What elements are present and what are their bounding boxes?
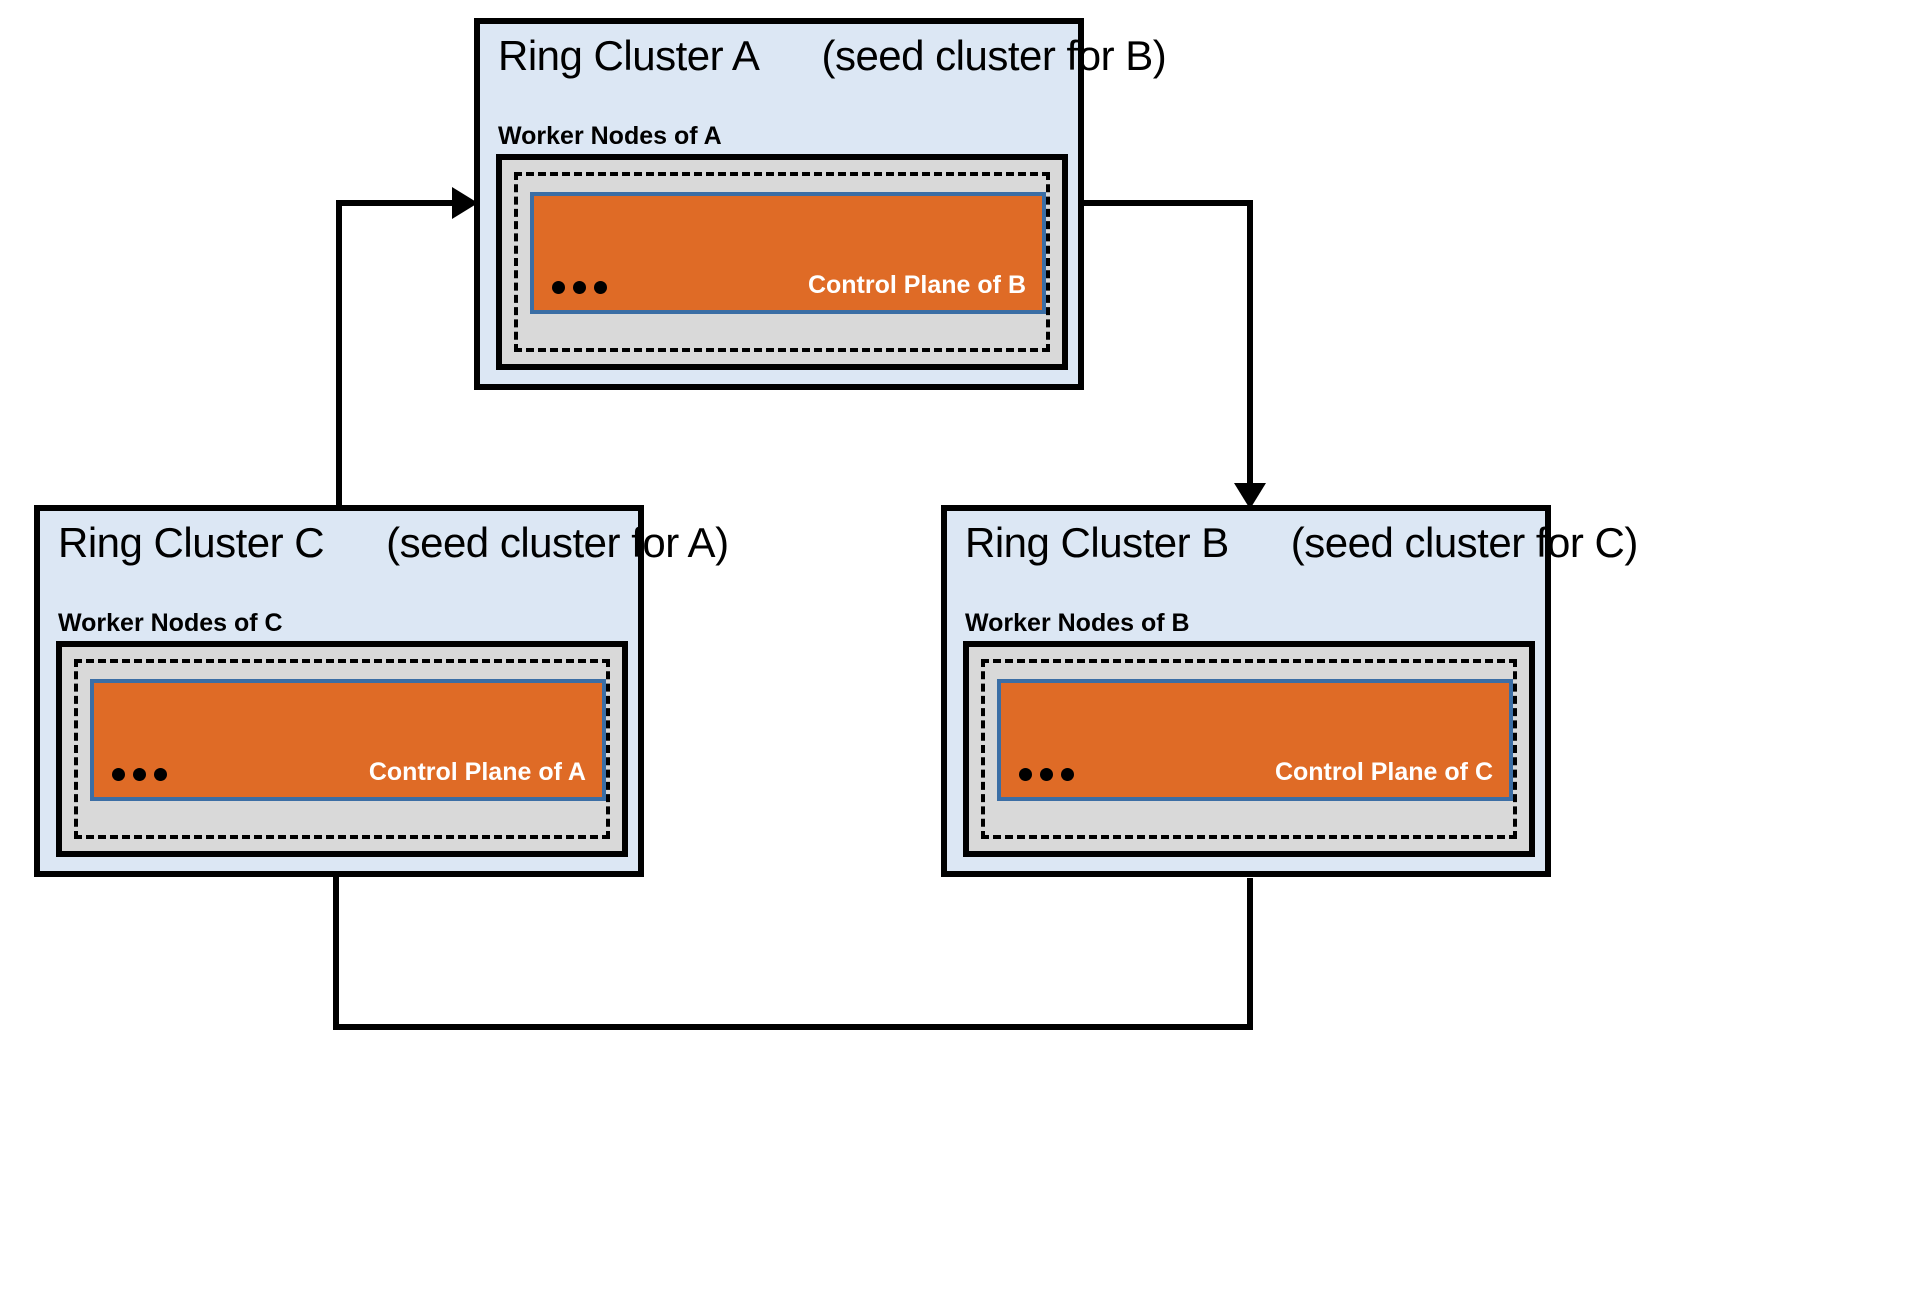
cluster-b-control-plane[interactable]: Control Plane of C [997,679,1513,801]
cluster-a-title: Ring Cluster A (seed cluster for B) [498,32,1167,80]
cluster-b-seed-note: (seed cluster for C) [1290,519,1639,566]
connector-b-to-c-horizontal [333,1024,1253,1030]
cluster-c-worker-label: Worker Nodes of C [58,609,283,637]
cluster-c[interactable]: Ring Cluster C (seed cluster for A) Worke… [34,505,729,877]
cluster-b-ellipsis-icon [1019,768,1074,781]
cluster-a-control-plane[interactable]: Control Plane of B [530,192,1046,314]
cluster-b-control-plane-label: Control Plane of C [1274,758,1493,786]
cluster-b-worker-label: Worker Nodes of B [965,609,1190,637]
cluster-c-name: Ring Cluster C [58,519,325,566]
cluster-b-title: Ring Cluster B (seed cluster for C) [965,519,1638,567]
cluster-b-worker-band: Control Plane of C [963,641,1535,857]
cluster-a-worker-band: Control Plane of B [496,154,1068,370]
cluster-a-worker-dashed-boundary [514,172,1050,352]
cluster-a-name: Ring Cluster A [498,32,760,79]
cluster-a-worker-label: Worker Nodes of A [498,122,722,150]
arrow-head-into-cluster-b [1234,483,1266,509]
cluster-a[interactable]: Ring Cluster A (seed cluster for B) Worke… [474,18,1167,390]
cluster-c-title: Ring Cluster C (seed cluster for A) [58,519,729,567]
connector-a-to-b-horizontal [1083,200,1253,206]
cluster-c-ellipsis-icon [112,768,167,781]
connector-b-to-c-vertical-left [333,862,339,1030]
cluster-a-control-plane-label: Control Plane of B [807,271,1026,299]
cluster-a-ellipsis-icon [552,281,607,294]
cluster-c-control-plane[interactable]: Control Plane of A [90,679,606,801]
connector-a-to-b-vertical [1247,200,1253,496]
connector-c-to-a-vertical [336,200,342,618]
cluster-b[interactable]: Ring Cluster B (seed cluster for C) Worke… [941,505,1638,877]
connector-c-to-a-horizontal [336,200,468,206]
cluster-c-worker-dashed-boundary [74,659,610,839]
cluster-c-seed-note: (seed cluster for A) [386,519,729,566]
arrow-head-into-cluster-a [452,187,478,219]
cluster-c-worker-band: Control Plane of A [56,641,628,857]
cluster-b-name: Ring Cluster B [965,519,1229,566]
cluster-c-control-plane-label: Control Plane of A [368,758,586,786]
cluster-b-worker-dashed-boundary [981,659,1517,839]
connector-b-to-c-vertical-right [1247,878,1253,1030]
cluster-a-seed-note: (seed cluster for B) [821,32,1167,79]
